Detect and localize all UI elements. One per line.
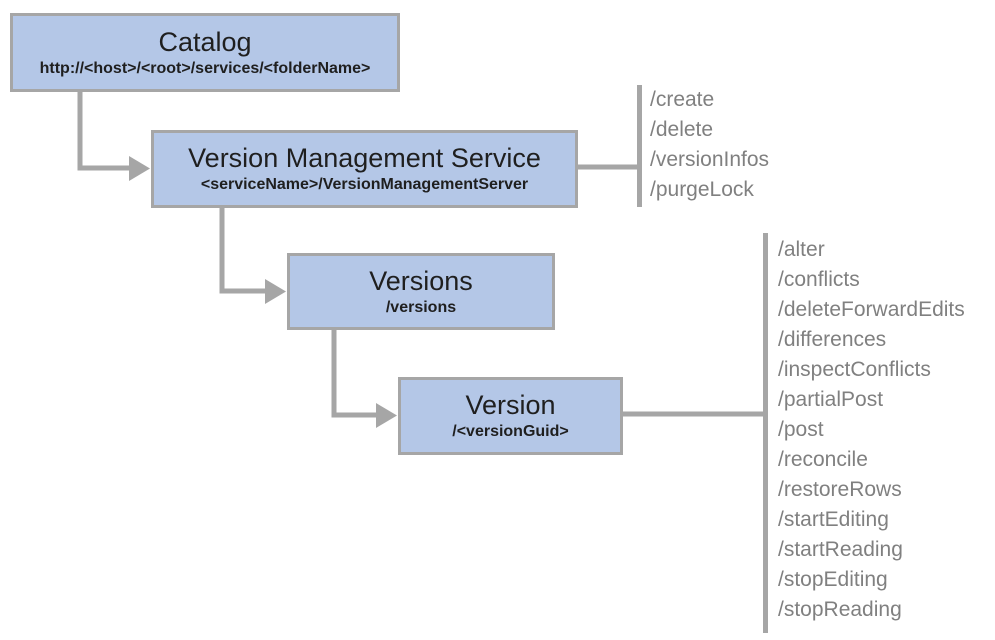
endpoint-label: /startEditing [778, 508, 889, 531]
endpoint-label: /stopReading [778, 598, 902, 621]
endpoint-label: /post [778, 418, 824, 441]
endpoint-label: /inspectConflicts [778, 358, 931, 381]
endpoint-label: /versionInfos [650, 148, 770, 171]
elbow-connector-vms-to-versions [219, 206, 265, 294]
node-subtitle: <serviceName>/VersionManagementServer [200, 176, 529, 194]
node-subtitle: /<versionGuid> [452, 423, 569, 441]
endpoint-label: /create [650, 88, 715, 111]
endpoint-label: /conflicts [778, 268, 860, 291]
elbow-connector-versions-to-version [331, 328, 376, 418]
endpoint-label: /stopEditing [778, 568, 888, 591]
node-versions: Versions /versions [287, 253, 555, 330]
endpoint-label: /partialPost [778, 388, 884, 411]
elbow-connector-catalog-to-vms [77, 91, 129, 171]
version-operations-list: /alter/conflicts/deleteForwardEdits/diff… [778, 235, 965, 625]
node-catalog: Catalog http://<host>/<root>/services/<f… [10, 13, 400, 92]
node-version: Version /<versionGuid> [398, 377, 623, 455]
vms-operations-list: /create/delete/versionInfos/purgeLock [650, 85, 769, 205]
endpoint-label: /delete [650, 118, 714, 141]
arrowhead-icon [265, 279, 286, 304]
node-subtitle: http://<host>/<root>/services/<folderNam… [39, 59, 371, 77]
endpoint-label: /reconcile [778, 448, 868, 471]
endpoint-label: /restoreRows [778, 478, 902, 501]
node-subtitle: /versions [385, 298, 457, 316]
endpoint-label: /purgeLock [650, 178, 754, 201]
endpoint-label: /alter [778, 238, 825, 261]
arrowhead-icon [129, 156, 150, 181]
node-title: Version Management Service [188, 143, 541, 174]
endpoint-label: /deleteForwardEdits [778, 298, 965, 321]
arrowhead-icon [376, 403, 397, 428]
node-title: Versions [369, 265, 473, 296]
node-title: Catalog [158, 26, 252, 57]
endpoint-label: /differences [778, 328, 887, 351]
node-title: Version [465, 390, 556, 421]
endpoint-label: /startReading [778, 538, 903, 561]
node-version-management-service: Version Management Service <serviceName>… [151, 130, 578, 208]
